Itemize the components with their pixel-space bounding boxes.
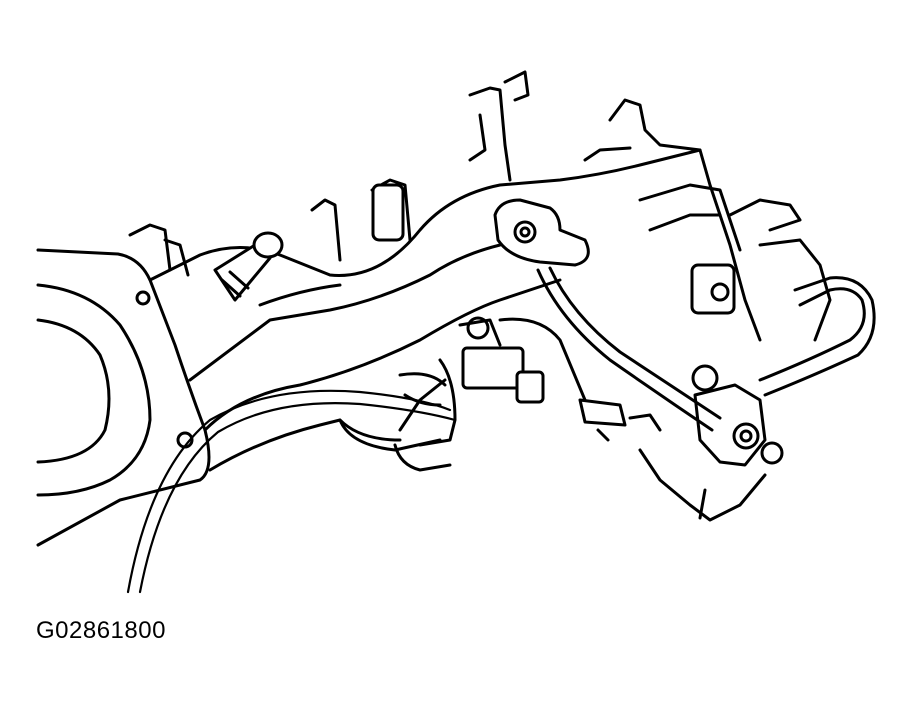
vacuum-tube-loop bbox=[758, 276, 876, 397]
vacuum-hose bbox=[536, 266, 722, 432]
mounting-bracket bbox=[493, 198, 590, 267]
pressure-sensor bbox=[638, 364, 784, 522]
lower-manifold bbox=[338, 316, 587, 472]
intake-runners bbox=[128, 70, 530, 277]
manifold-body bbox=[148, 148, 702, 472]
throttle-body-flange bbox=[36, 248, 211, 547]
wire-harness bbox=[126, 358, 457, 594]
hose-connector bbox=[578, 398, 662, 442]
fuel-injector bbox=[213, 231, 284, 302]
right-housing bbox=[583, 98, 832, 342]
figure-id-label: G02861800 bbox=[36, 617, 166, 644]
